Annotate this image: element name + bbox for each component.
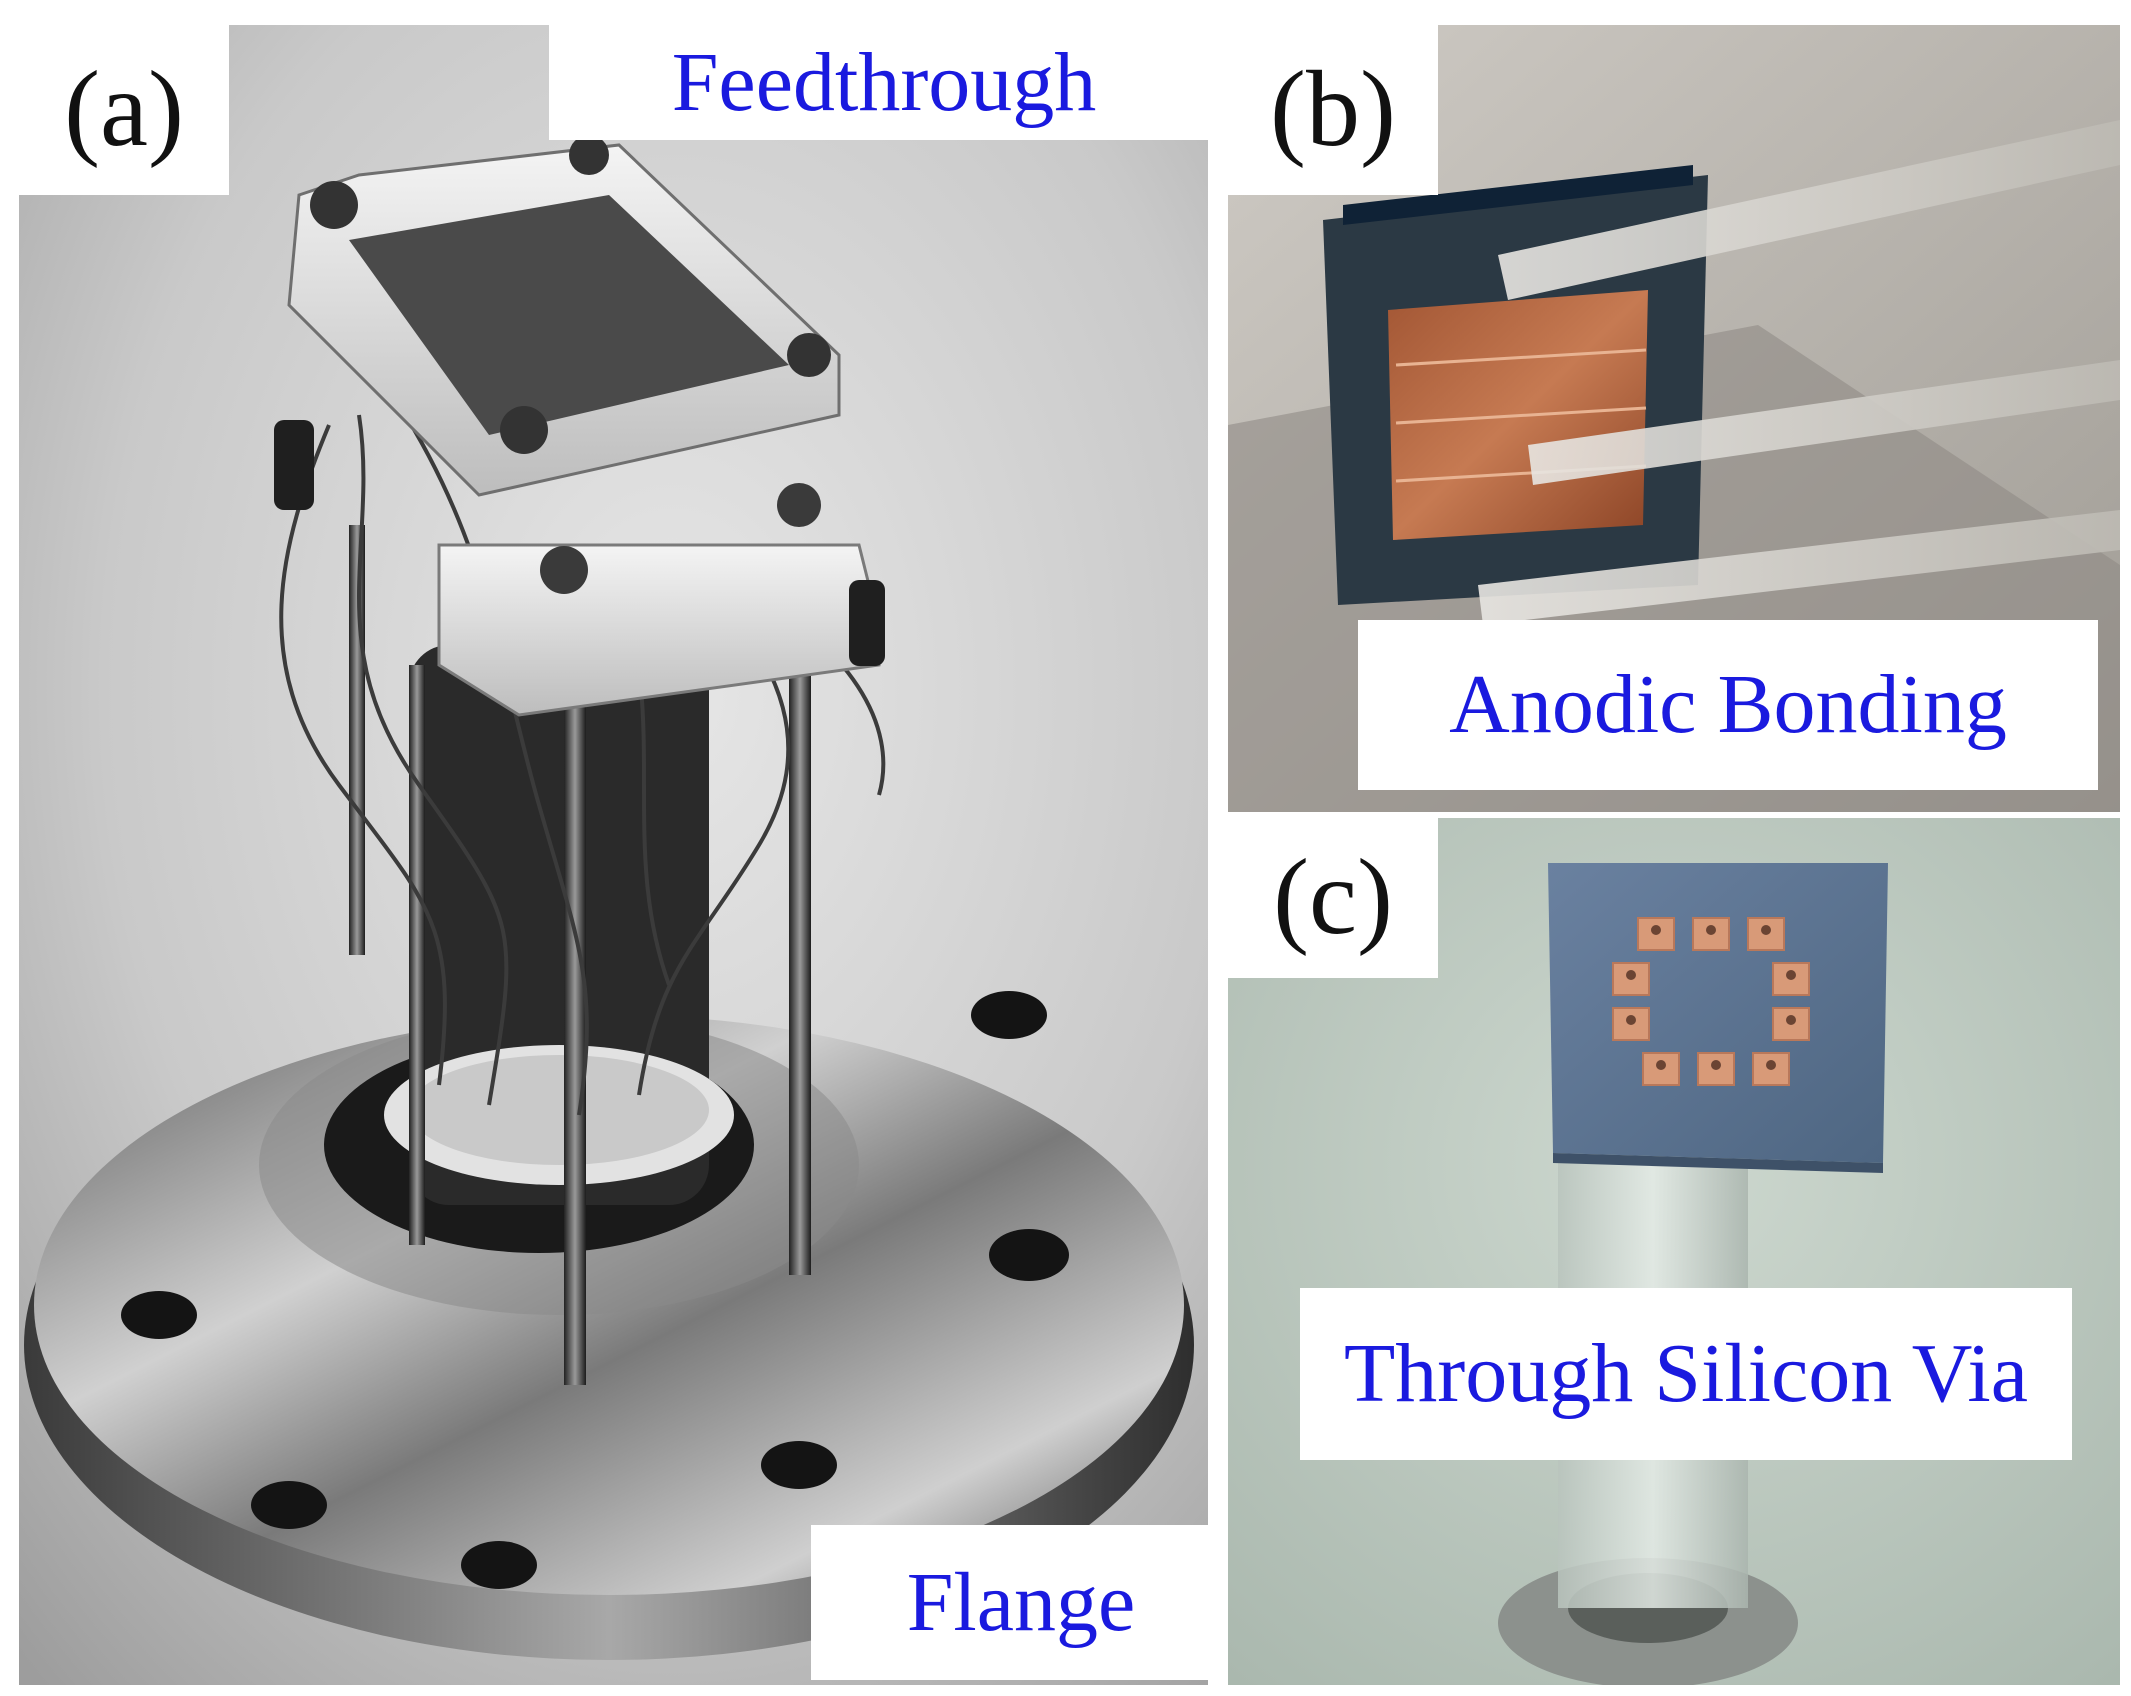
panel-b-letter: (b) bbox=[1270, 50, 1396, 169]
through-silicon-via-caption: Through Silicon Via bbox=[1343, 1327, 2029, 1420]
feedthrough-caption: Feedthrough bbox=[671, 35, 1097, 129]
panel-c-through-silicon-via-photo: (c) Through Silicon Via bbox=[1228, 818, 2120, 1685]
anodic-bonding-caption-box: Anodic Bonding bbox=[1358, 620, 2098, 790]
feedthrough-caption-box: Feedthrough bbox=[549, 25, 1208, 140]
panel-a-letter-label: (a) bbox=[19, 25, 229, 195]
panel-a-feedthrough-photo: (a) Feedthrough Flange bbox=[19, 25, 1208, 1685]
panel-b-letter-label: (b) bbox=[1228, 25, 1438, 195]
anodic-bonding-caption: Anodic Bonding bbox=[1449, 658, 2007, 751]
flange-caption-box: Flange bbox=[811, 1525, 1208, 1680]
flange-caption: Flange bbox=[906, 1555, 1136, 1649]
feedthrough-photo-illustration bbox=[19, 25, 1208, 1685]
panel-c-letter: (c) bbox=[1273, 838, 1393, 957]
through-silicon-via-caption-box: Through Silicon Via bbox=[1300, 1288, 2072, 1460]
panel-c-letter-label: (c) bbox=[1228, 818, 1438, 978]
panel-a-letter: (a) bbox=[64, 50, 184, 169]
panel-b-anodic-bonding-photo: (b) Anodic Bonding bbox=[1228, 25, 2120, 812]
